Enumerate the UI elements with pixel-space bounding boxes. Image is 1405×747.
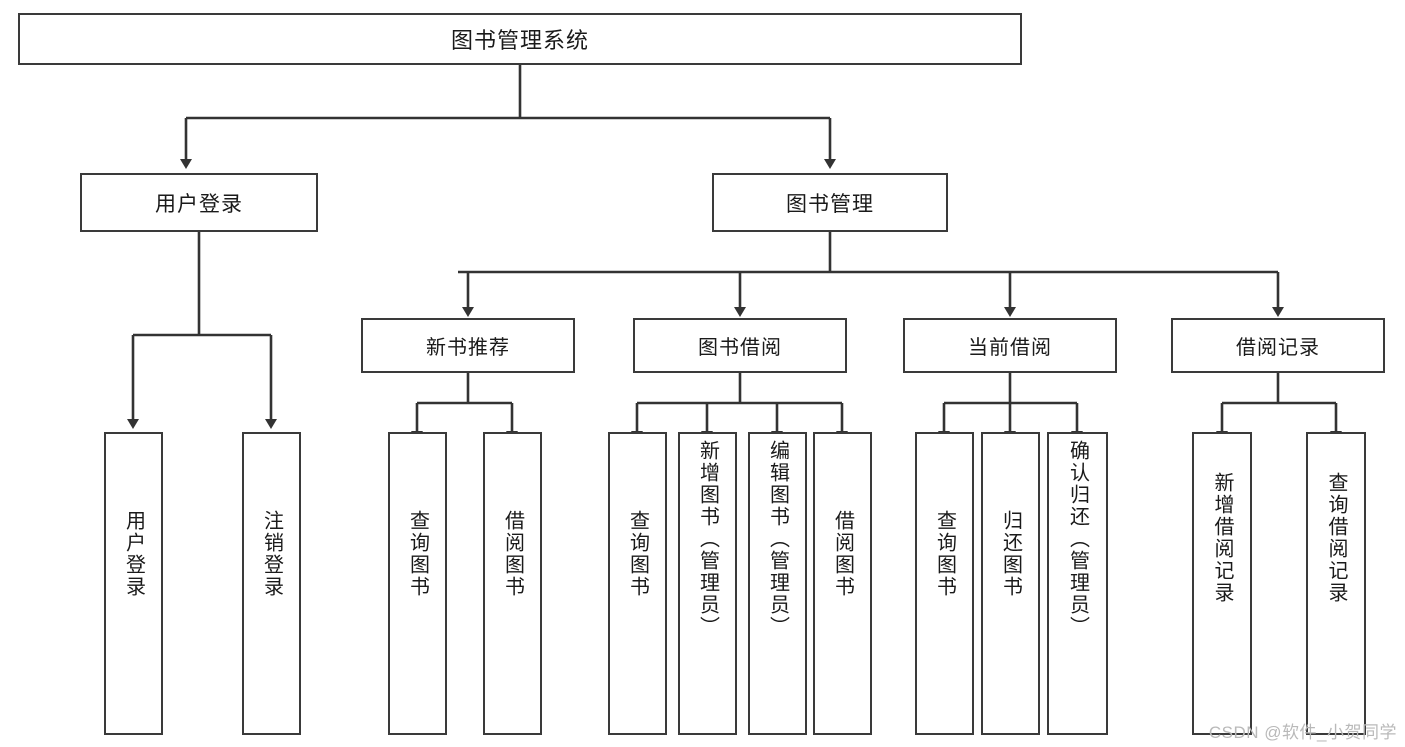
node-leaf-add-borrow-record[interactable]: 新增借阅记录 — [1192, 432, 1252, 735]
node-leaf-query-book-recommend[interactable]: 查询图书 — [388, 432, 447, 735]
node-leaf-logout-login[interactable]: 注销登录 — [242, 432, 301, 735]
node-leaf-query-borrow-record[interactable]: 查询借阅记录 — [1306, 432, 1366, 735]
node-leaf-query-book-current[interactable]: 查询图书 — [915, 432, 974, 735]
node-label: 借阅图书 — [501, 510, 524, 598]
node-leaf-return-book[interactable]: 归还图书 — [981, 432, 1040, 735]
node-leaf-user-login[interactable]: 用户登录 — [104, 432, 163, 735]
node-label: 编辑图书（管理员） — [766, 440, 789, 638]
node-leaf-query-book-borrow[interactable]: 查询图书 — [608, 432, 667, 735]
node-leaf-borrow-book[interactable]: 借阅图书 — [813, 432, 872, 735]
node-label: 新增借阅记录 — [1211, 472, 1233, 604]
node-label: 查询借阅记录 — [1325, 472, 1347, 604]
node-label: 图书借阅 — [698, 337, 782, 359]
node-leaf-confirm-return-admin[interactable]: 确认归还（管理员） — [1047, 432, 1108, 735]
node-root-book-management-system[interactable]: 图书管理系统 — [18, 13, 1022, 65]
node-leaf-borrow-book-recommend[interactable]: 借阅图书 — [483, 432, 542, 735]
node-label: 用户登录 — [155, 192, 243, 216]
node-label: 归还图书 — [999, 510, 1022, 598]
node-label: 新增图书（管理员） — [696, 440, 719, 638]
node-label: 确认归还（管理员） — [1066, 440, 1089, 638]
node-label: 借阅记录 — [1236, 337, 1320, 359]
node-label: 借阅图书 — [831, 510, 854, 598]
node-book-management[interactable]: 图书管理 — [712, 173, 948, 232]
node-label: 当前借阅 — [968, 337, 1052, 359]
node-leaf-add-book-admin[interactable]: 新增图书（管理员） — [678, 432, 737, 735]
node-label: 新书推荐 — [426, 337, 510, 359]
node-label: 查询图书 — [933, 510, 956, 598]
csdn-watermark: CSDN @软件_小贺同学 — [1208, 723, 1397, 742]
node-borrow-record[interactable]: 借阅记录 — [1171, 318, 1385, 373]
node-current-borrow[interactable]: 当前借阅 — [903, 318, 1117, 373]
node-label: 查询图书 — [626, 510, 649, 598]
node-user-login[interactable]: 用户登录 — [80, 173, 318, 232]
node-label: 图书管理 — [786, 192, 874, 216]
node-label: 注销登录 — [260, 510, 283, 598]
node-label: 查询图书 — [406, 510, 429, 598]
node-leaf-edit-book-admin[interactable]: 编辑图书（管理员） — [748, 432, 807, 735]
node-book-borrow[interactable]: 图书借阅 — [633, 318, 847, 373]
node-new-book-recommend[interactable]: 新书推荐 — [361, 318, 575, 373]
node-label: 图书管理系统 — [450, 28, 589, 53]
node-label: 用户登录 — [122, 510, 145, 598]
